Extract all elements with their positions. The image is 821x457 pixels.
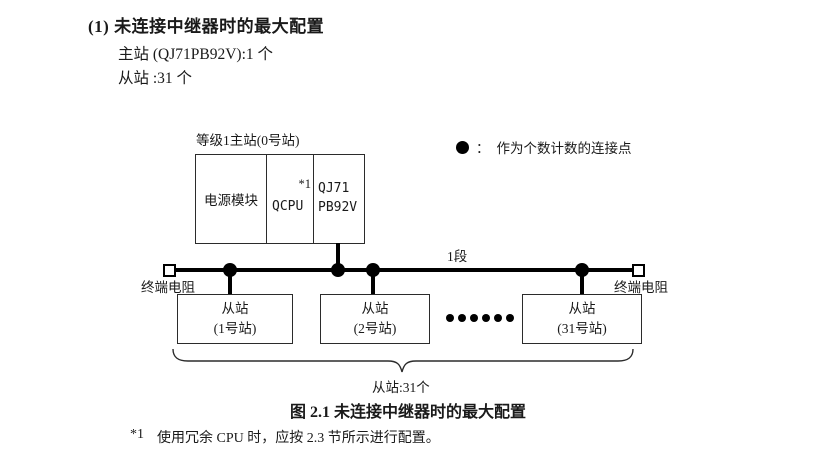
connection-point-icon <box>456 140 469 154</box>
slave-31-number: (31号站) <box>557 321 607 336</box>
master-station-label: 等级1主站(0号站) <box>196 133 300 148</box>
slave-2-title: 从站 <box>361 301 389 317</box>
legend-text: 作为个数计数的连接点 <box>496 141 632 156</box>
slave-31-title: 从站 <box>568 301 596 317</box>
slave-1-number: (1号站) <box>213 321 257 336</box>
connection-point-dot <box>223 263 237 277</box>
terminator-left-label: 终端电阻 <box>141 280 195 295</box>
drop-line-slave-2 <box>371 270 375 295</box>
slave-station-31-box: 从站 (31号站) <box>522 294 642 344</box>
cpu-module-cell: *1 QCPU <box>266 155 313 243</box>
segment-label: 1段 <box>447 249 468 264</box>
legend: ： 作为个数计数的连接点 <box>456 137 632 157</box>
drop-line-master <box>336 243 340 270</box>
slaves-brace <box>172 348 634 373</box>
connection-point-dot <box>366 263 380 277</box>
network-module-cell: QJ71 PB92V <box>313 155 364 243</box>
legend-separator: ： <box>476 141 490 156</box>
footnote-marker: *1 <box>130 427 144 442</box>
ellipsis-dot <box>458 314 466 322</box>
footnote: *1 使用冗余 CPU 时，应按 2.3 节所示进行配置。 <box>130 427 440 447</box>
bus-line <box>170 268 638 272</box>
terminator-left-icon <box>163 263 176 277</box>
power-module-cell: 电源模块 <box>204 193 258 208</box>
slave-station-1-box: 从站 (1号站) <box>177 294 293 344</box>
terminator-right-label: 终端电阻 <box>614 280 668 295</box>
ellipsis-dot <box>506 314 514 322</box>
network-module-line1: QJ71 <box>318 181 350 197</box>
ellipsis-dot <box>482 314 490 322</box>
ellipsis-dot <box>446 314 454 322</box>
figure-caption: 图 2.1 未连接中继器时的最大配置 <box>290 404 527 421</box>
slave-count-line: 从站 :31 个 <box>118 70 193 87</box>
connection-point-dot <box>575 263 589 277</box>
ellipsis-dot <box>470 314 478 322</box>
cpu-footnote-marker: *1 <box>298 177 312 191</box>
footnote-text: 使用冗余 CPU 时，应按 2.3 节所示进行配置。 <box>157 431 440 446</box>
drop-line-slave-1 <box>228 270 232 295</box>
slave-station-2-box: 从站 (2号站) <box>320 294 430 344</box>
connection-point-dot <box>331 263 345 277</box>
slave-2-number: (2号站) <box>353 321 397 336</box>
slave-total-label: 从站:31个 <box>372 380 430 395</box>
ellipsis-dot <box>494 314 502 322</box>
network-module-line2: PB92V <box>318 200 358 215</box>
ellipsis-dots <box>446 314 514 322</box>
slave-1-title: 从站 <box>221 301 249 317</box>
section-heading: (1) 未连接中继器时的最大配置 <box>88 17 325 36</box>
cpu-module-label: QCPU <box>272 198 304 214</box>
master-station-box: 电源模块 *1 QCPU QJ71 PB92V <box>195 154 365 244</box>
terminator-right-icon <box>632 263 645 277</box>
master-count-line: 主站 (QJ71PB92V):1 个 <box>118 46 274 63</box>
drop-line-slave-31 <box>580 270 584 295</box>
